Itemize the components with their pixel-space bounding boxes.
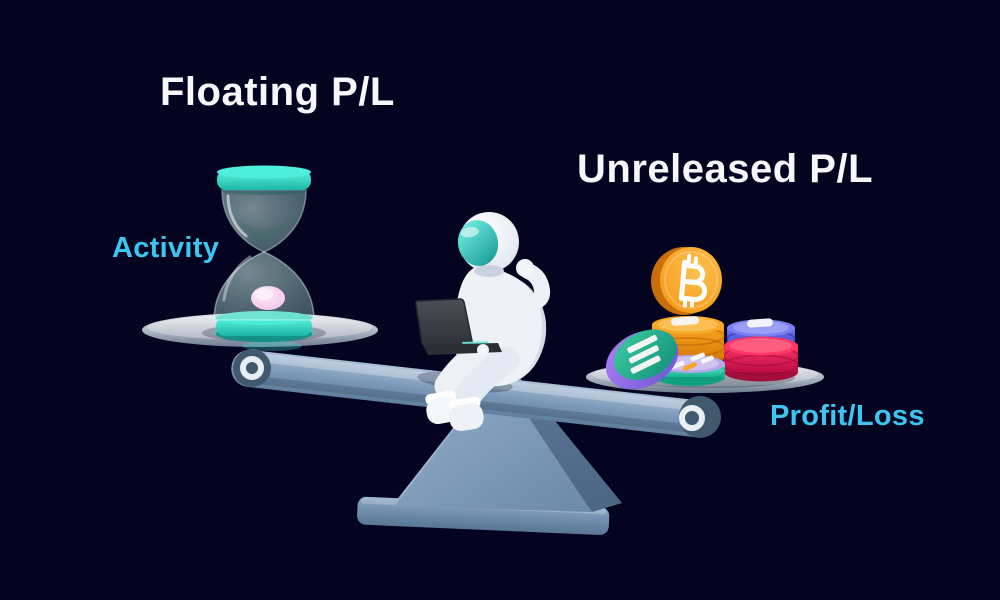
laptop-screen [415, 298, 473, 347]
astronaut-arm [510, 263, 551, 311]
astronaut-leg-right [452, 346, 520, 412]
glass-highlight-lower [222, 255, 252, 302]
red-stack-top-inner [730, 338, 792, 353]
solana-bar-2 [628, 345, 659, 364]
left-hinge-ring-icon [240, 356, 264, 380]
hourglass-funnel-shade [238, 220, 290, 243]
glass-highlight-upper [226, 194, 248, 238]
helmet-collar [474, 265, 504, 277]
solana-bar-1 [627, 334, 658, 354]
teal-chip-stripes [670, 352, 714, 371]
hourglass-top-cap-top [217, 165, 311, 179]
blue-stack-top-inner [733, 321, 789, 334]
torso-shade [512, 280, 547, 382]
blue-chip-marker [747, 318, 773, 328]
left-pan-teal-reflection [242, 341, 302, 351]
red-chip-stack-icon [723, 336, 799, 382]
astronaut-boot-right [449, 403, 484, 431]
profit-loss-caption: Profit/Loss [770, 400, 925, 432]
astronaut-icon [415, 212, 551, 431]
fulcrum-front-face [392, 371, 592, 512]
solana-bar-3 [630, 355, 661, 374]
astronaut-fist [516, 259, 534, 277]
hourglass-lower-bulb [213, 251, 315, 321]
laptop-icon [415, 298, 502, 356]
right-title: Unreleased P/L [577, 147, 874, 191]
left-hinge-cap [233, 349, 271, 387]
left-title: Floating P/L [160, 70, 395, 114]
orange-chip-marker [671, 316, 699, 326]
bitcoin-symbol-icon [678, 253, 708, 308]
bitcoin-inner-ring [664, 251, 718, 309]
bitcoin-coin-icon [651, 247, 722, 315]
hourglass-upper-bulb [221, 189, 307, 253]
hourglass-icon [213, 165, 315, 342]
activity-caption: Activity [112, 232, 220, 264]
visor-highlight [461, 227, 479, 238]
astronaut-hand [477, 344, 489, 356]
right-hinge-ring-icon [679, 405, 705, 431]
solana-coin-icon [605, 329, 679, 390]
crypto-coins-icon [605, 247, 799, 390]
sand-highlight [255, 288, 273, 300]
